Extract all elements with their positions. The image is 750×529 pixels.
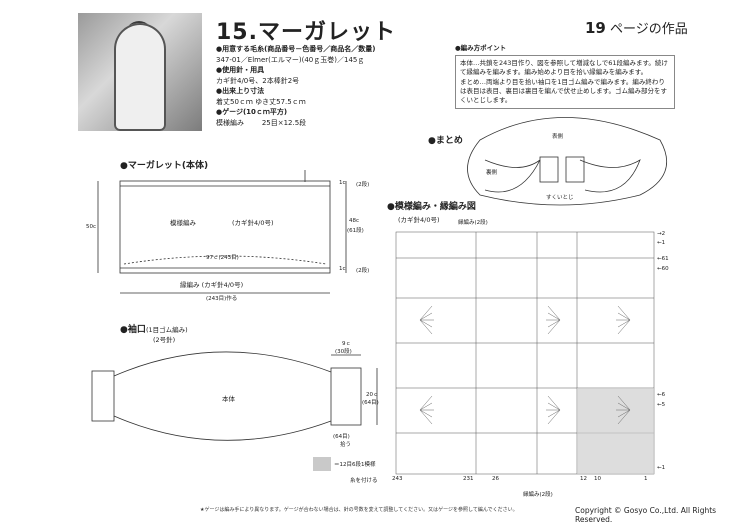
- cuff-rib: (1目ゴム編み): [146, 326, 188, 334]
- stitch-fan-3: [419, 395, 434, 425]
- model-photo: [78, 13, 202, 131]
- stitch-fan-4: [546, 395, 561, 425]
- points-text-2: まとめ…両端より目を拾い袖口を1目ゴム編みで編みます。編み終わりは表目は表目、裏…: [460, 77, 668, 105]
- tools-heading: ●使用針・用具: [216, 66, 265, 74]
- chart-row-arrow-1: ←1: [657, 240, 666, 246]
- chart-row-arrow-2: →2: [657, 231, 666, 237]
- side-bot-rows: (2段): [356, 268, 370, 274]
- gauge-label: 模様編み: [216, 118, 244, 127]
- finish-cuff-left: [539, 156, 559, 183]
- chart-frame: [395, 231, 655, 475]
- chart-row-arrow-61: ←61: [657, 256, 669, 262]
- cuff-needle: (2号針): [153, 336, 176, 344]
- finish-seam: すくいとじ: [546, 195, 574, 201]
- cast-on-label: (243目)作る: [206, 296, 238, 302]
- finish-inside: 裏側: [486, 170, 498, 176]
- cuff-right: [330, 367, 362, 426]
- legend-swatch: [313, 457, 331, 471]
- chart-num-243: 243: [392, 476, 403, 482]
- copyright: Copyright © Gosyo Co.,Ltd. All Rights Re…: [575, 506, 717, 524]
- points-body: 本体…共鎖を243目作り、図を参照して増減なしで61段編みます。続けて縁編みを編…: [455, 55, 675, 110]
- body-heading: ●マーガレット(本体): [120, 161, 209, 171]
- cuff-left: [91, 370, 115, 422]
- spec-block: ●用意する毛糸(商品番号－色番号／商品名／数量) 347-01／Elmer(エル…: [216, 44, 426, 128]
- chart-num-26: 26: [492, 476, 499, 482]
- sleeve-bottom-curve: [113, 415, 332, 441]
- chart-needle: (カギ針4/0号): [398, 216, 440, 224]
- chart-heading: ●模様編み・縁編み図: [387, 202, 476, 212]
- body-needle-label: (カギ針4/0号): [232, 219, 274, 227]
- page-reference: 19 ページの作品: [585, 18, 688, 37]
- cuff-width-rows: (30段): [335, 349, 352, 355]
- gauge-value: 25目×12.5段: [261, 118, 307, 127]
- legend-text: ＝12目6段1模様: [334, 462, 376, 468]
- stitch-fan-2: [546, 305, 561, 335]
- cuff-pick: (64目): [333, 434, 350, 440]
- chart-start: 糸を付ける: [350, 478, 378, 484]
- page-number: 19: [585, 19, 606, 37]
- photo-figure-shape: [114, 23, 166, 131]
- chart-row-arrow-5: ←5: [657, 402, 666, 408]
- cuff-body-label: 本体: [222, 395, 235, 403]
- chart-row-arrow-6: ←6: [657, 392, 666, 398]
- cuff-pick2: 拾う: [340, 442, 352, 448]
- finish-heading: ●まとめ: [428, 136, 463, 146]
- side-mid-rows: (61段): [347, 228, 364, 234]
- body-width: 97ｃ(243目): [206, 255, 239, 261]
- stitch-fan-5: [616, 305, 631, 335]
- size-value: 着丈50ｃｍ ゆき丈57.5ｃｍ: [216, 97, 306, 106]
- chart-row-arrow-1b: ←1: [657, 465, 666, 471]
- size-heading: ●出来上り寸法: [216, 87, 265, 95]
- edge-label: 縁編み (カギ針4/0号): [180, 281, 244, 289]
- cuff-height-sts: (64目): [362, 400, 379, 406]
- chart-bottom-edge: 縁編み(2段): [523, 492, 553, 498]
- cuff-width: 9ｃ: [342, 341, 351, 347]
- points-block: ●編み方ポイント 本体…共鎖を243目作り、図を参照して増減なしで61段編みます…: [455, 44, 675, 110]
- finish-inner-right: [579, 159, 641, 193]
- body-height: 50c: [86, 224, 97, 230]
- chart-num-10: 10: [594, 476, 601, 482]
- stitch-fan-1: [419, 305, 434, 335]
- cuff-heading: ●袖口: [120, 325, 146, 335]
- finish-inner-left: [484, 159, 541, 193]
- side-top-rows: (2段): [356, 182, 370, 188]
- finish-outline: [467, 117, 668, 206]
- side-top: 1c: [339, 180, 346, 186]
- yarn-value: 347-01／Elmer(エルマー)(40ｇ玉巻)／145ｇ: [216, 55, 365, 64]
- side-bot: 1c: [339, 266, 346, 272]
- cuff-height: 20ｃ: [366, 392, 379, 398]
- points-heading: ●編み方ポイント: [455, 44, 507, 52]
- footnote: ★ゲージは編み手により異なります。ゲージが合わない場合は、針の号数を変えて調整し…: [200, 507, 518, 513]
- chart-repeat-highlight: [577, 388, 654, 474]
- side-mid: 48c: [349, 218, 360, 224]
- chart-edge: 縁編み(2段): [458, 220, 488, 226]
- chart-row-arrow-60: ←60: [657, 266, 669, 272]
- stitch-fan-6: [616, 395, 631, 425]
- width-arc: [123, 255, 327, 265]
- finish-cuff-right: [565, 156, 585, 183]
- chart-stitch-fans: [419, 305, 631, 425]
- body-pattern-label: 模様編み: [170, 219, 196, 227]
- sleeve-top-curve: [113, 351, 332, 377]
- gauge-row: 模様編み 25目×12.5段: [216, 118, 426, 129]
- page-suffix: ページの作品: [610, 22, 688, 37]
- chart-num-231: 231: [463, 476, 474, 482]
- chart-num-12: 12: [580, 476, 587, 482]
- yarn-heading: ●用意する毛糸(商品番号－色番号／商品名／数量): [216, 45, 376, 53]
- body-rect: [119, 180, 331, 274]
- page-title: 15.マーガレット: [216, 20, 396, 45]
- tools-value: カギ針4/0号、2本棒針2号: [216, 76, 300, 85]
- chart-num-1: 1: [644, 476, 648, 482]
- gauge-heading: ●ゲージ(10ｃｍ平方): [216, 108, 288, 116]
- points-text-1: 本体…共鎖を243目作り、図を参照して増減なしで61段編みます。続けて縁編みを編…: [460, 59, 668, 77]
- finish-outside: 表側: [552, 134, 564, 140]
